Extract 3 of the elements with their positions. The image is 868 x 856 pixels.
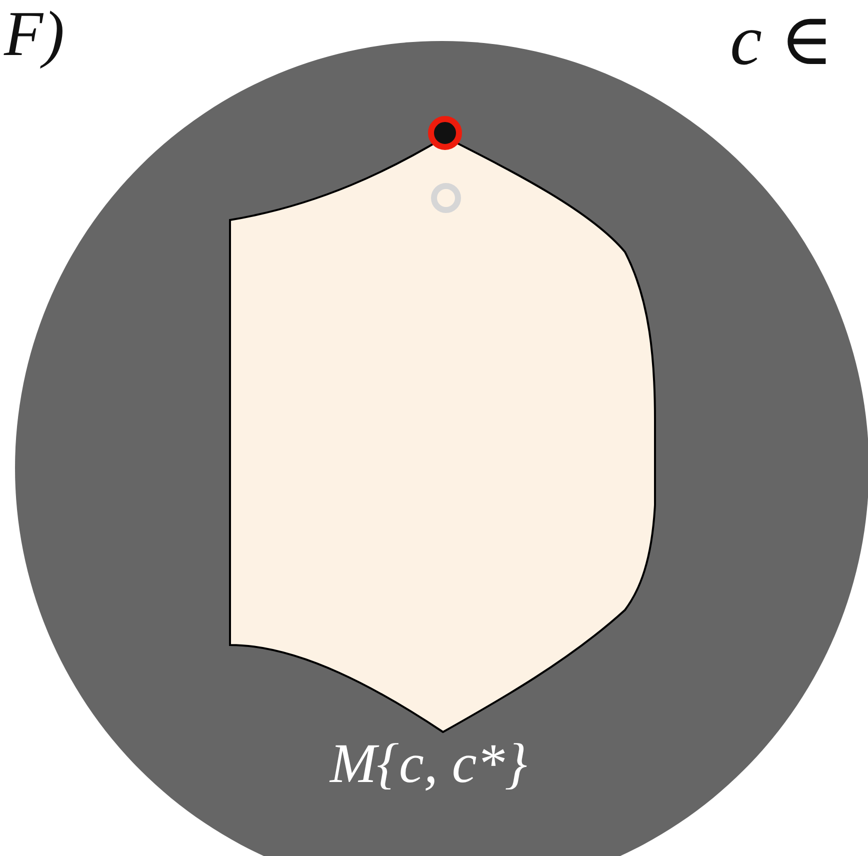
panel-label: F) bbox=[4, 2, 64, 66]
region-label: M{c, c*} bbox=[330, 736, 528, 792]
math-expression: c ∈ bbox=[730, 4, 834, 76]
